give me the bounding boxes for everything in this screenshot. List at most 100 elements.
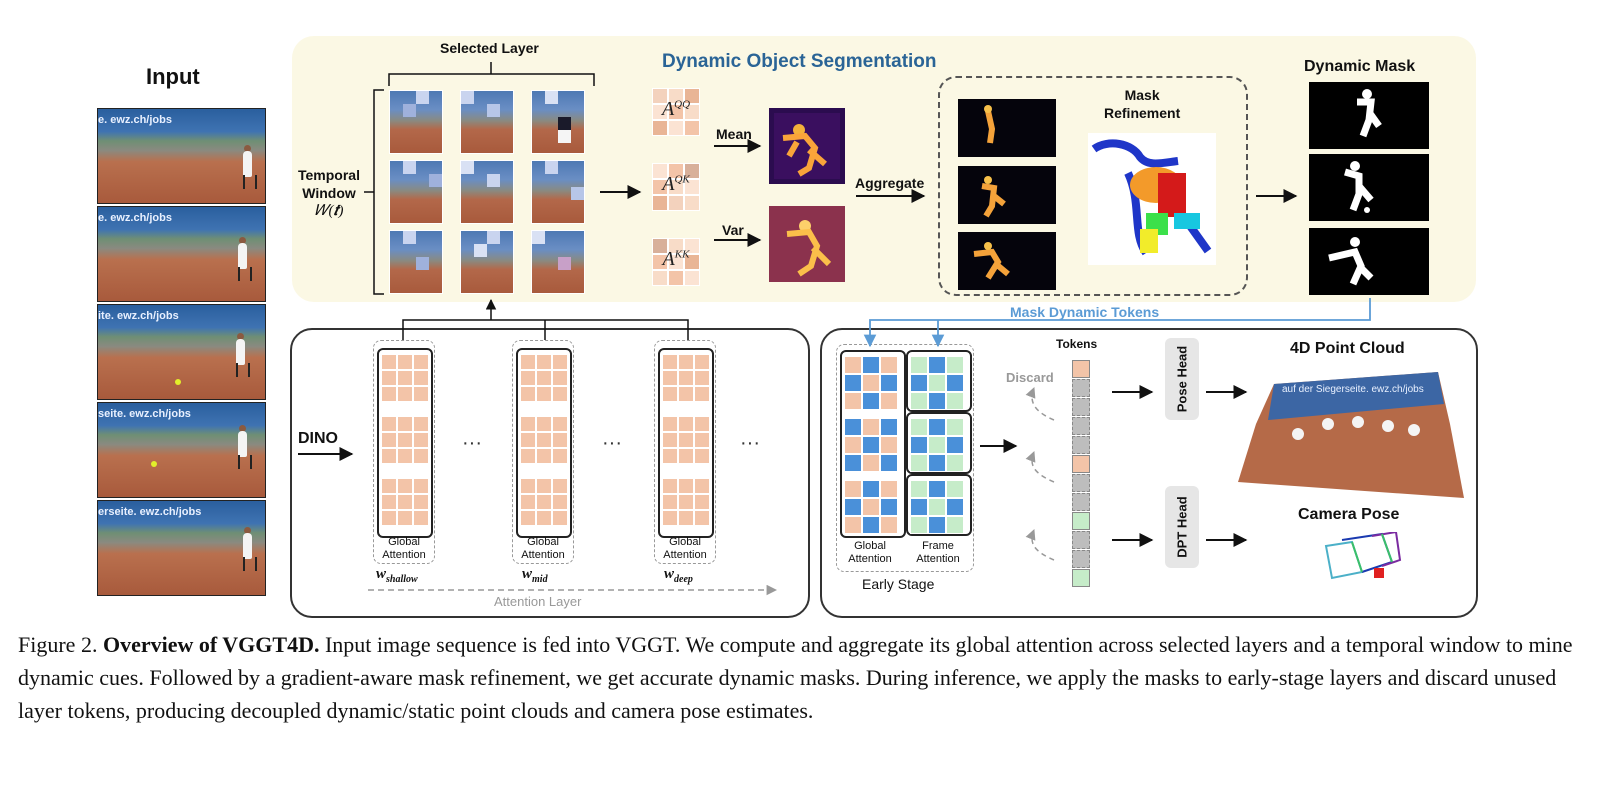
global-cell <box>880 498 898 516</box>
segmentation-title: Dynamic Object Segmentation <box>662 51 937 72</box>
attention-cell <box>397 448 413 464</box>
attention-cell <box>552 494 568 510</box>
selected-layer-label: Selected Layer <box>440 40 539 56</box>
frame-cell <box>910 418 928 436</box>
attention-cell <box>381 354 397 370</box>
frame-cell <box>928 356 946 374</box>
frame-cell <box>910 392 928 410</box>
attention-cell <box>413 478 429 494</box>
dino-label: DINO <box>298 430 338 447</box>
frame-banner: e. ewz.ch/jobs <box>98 114 172 126</box>
attention-cell <box>662 416 678 432</box>
input-frame-2: e. ewz.ch/jobs <box>97 206 266 302</box>
attention-cell <box>662 448 678 464</box>
attention-cell <box>678 478 694 494</box>
caption-text: Input image sequence is fed into VGGT. W… <box>18 632 1573 723</box>
frame-cell <box>946 436 964 454</box>
discarded-token <box>1072 550 1090 568</box>
attention-cell <box>678 510 694 526</box>
discarded-token <box>1072 398 1090 416</box>
attention-cell <box>397 494 413 510</box>
attention-cell <box>397 386 413 402</box>
matrix-sup: QK <box>674 173 690 186</box>
frame-cell <box>946 356 964 374</box>
attention-cell <box>520 354 536 370</box>
attention-cell <box>413 510 429 526</box>
attention-cell <box>694 510 710 526</box>
global-cell <box>862 374 880 392</box>
matrix-aqq: AQQ <box>652 88 700 136</box>
global-cell <box>880 392 898 410</box>
attention-cell <box>694 448 710 464</box>
global-cell <box>862 454 880 472</box>
frame-cell <box>910 436 928 454</box>
attention-cell <box>662 510 678 526</box>
attention-cell <box>694 416 710 432</box>
point-cloud-figure <box>1238 372 1464 498</box>
frame-cell <box>910 516 928 534</box>
attention-cell <box>536 478 552 494</box>
attention-tile <box>531 230 585 294</box>
attention-cell <box>694 386 710 402</box>
global-cell <box>844 454 862 472</box>
caption-prefix: Figure 2. <box>18 632 103 657</box>
attention-block-deep <box>654 340 716 564</box>
attention-cell <box>536 386 552 402</box>
attention-tile <box>460 90 514 154</box>
attention-cell <box>678 386 694 402</box>
dynamic-mask-figure <box>1328 237 1374 286</box>
attention-cell <box>694 354 710 370</box>
attention-cell <box>662 432 678 448</box>
attention-cell <box>678 354 694 370</box>
matrix-aqq-label: AQQ <box>652 98 700 121</box>
attention-cell <box>694 370 710 386</box>
dynamic-mask-title: Dynamic Mask <box>1304 58 1416 75</box>
attention-cell <box>678 416 694 432</box>
token <box>1072 360 1090 378</box>
discarded-token <box>1072 379 1090 397</box>
attention-cell <box>678 494 694 510</box>
attention-cell <box>536 354 552 370</box>
token <box>1072 455 1090 473</box>
frame-cell <box>910 374 928 392</box>
discarded-token <box>1072 493 1090 511</box>
global-attention-label: Global Attention <box>521 536 565 561</box>
global-cell <box>844 374 862 392</box>
global-cell <box>844 418 862 436</box>
attention-cell <box>536 370 552 386</box>
discarded-token <box>1072 417 1090 435</box>
mean-heatmap <box>769 108 845 184</box>
token <box>1072 512 1090 530</box>
attention-cell <box>381 478 397 494</box>
global-cell <box>862 392 880 410</box>
attention-cell <box>678 448 694 464</box>
attention-cell <box>381 370 397 386</box>
attention-cell <box>397 416 413 432</box>
frame-cell <box>928 480 946 498</box>
attention-tile <box>389 230 443 294</box>
matrix-akk: AKK <box>652 238 700 286</box>
frame-cell <box>910 454 928 472</box>
dynamic-mask <box>1309 228 1429 295</box>
global-cell <box>880 436 898 454</box>
mask-candidate <box>958 166 1056 224</box>
dynamic-mask <box>1309 82 1429 149</box>
frame-attention-label: Frame Attention <box>916 540 960 565</box>
attention-cell <box>536 448 552 464</box>
early-stage-label: Early Stage <box>862 576 935 592</box>
global-cell <box>844 436 862 454</box>
frame-cell <box>946 516 964 534</box>
attention-cell <box>397 478 413 494</box>
global-cell <box>862 480 880 498</box>
attention-tile <box>389 90 443 154</box>
frame-cell <box>946 392 964 410</box>
matrix-akk-label: AKK <box>652 248 700 271</box>
attention-cell <box>397 354 413 370</box>
point-cloud-banner: auf der Siegerseite. ewz.ch/jobs <box>1282 384 1424 395</box>
dynamic-mask <box>1309 154 1429 221</box>
attention-block-mid <box>512 340 574 564</box>
point-cloud-visual: auf der Siegerseite. ewz.ch/jobs <box>1238 364 1466 500</box>
weight-deep: wdeep <box>664 566 693 585</box>
mask-candidate <box>958 232 1056 290</box>
global-cell <box>862 436 880 454</box>
